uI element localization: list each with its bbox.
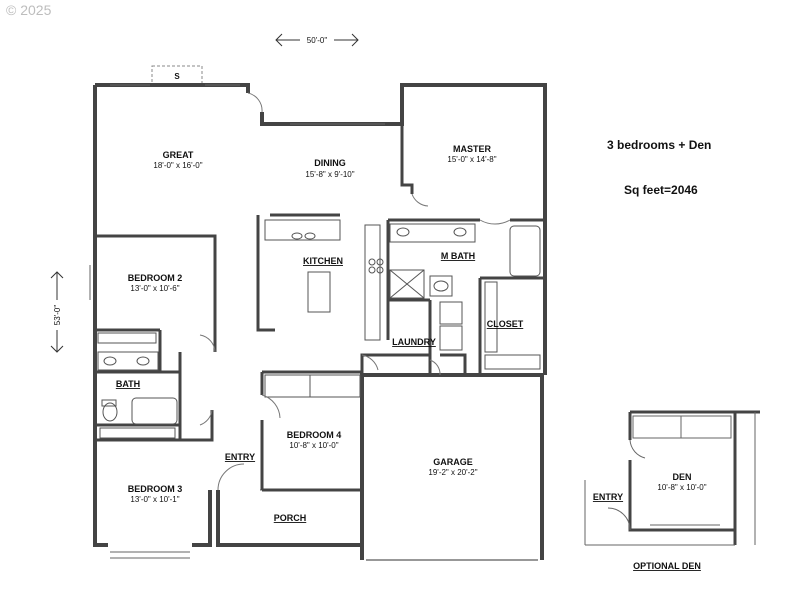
- depth-dimension: [50, 271, 64, 353]
- den-size: 10'-8" x 10'-0": [657, 483, 706, 492]
- bedroom-summary: 3 bedrooms + Den: [607, 138, 712, 152]
- room-master-name: MASTER: [453, 144, 492, 154]
- room-master-size: 15'-0" x 14'-8": [447, 155, 496, 164]
- door-swings: [199, 92, 511, 491]
- den-name: DEN: [672, 472, 691, 482]
- interior-walls: [95, 124, 545, 492]
- room-kitchen-name: KITCHEN: [303, 256, 343, 266]
- optional-den-title: OPTIONAL DEN: [633, 561, 701, 571]
- room-bedroom4-size: 10'-8" x 10'-0": [289, 441, 338, 450]
- svg-text:S: S: [174, 72, 180, 81]
- room-bedroom2-name: BEDROOM 2: [128, 273, 183, 283]
- room-laundry-name: LAUNDRY: [392, 337, 436, 347]
- room-bedroom3-size: 13'-0" x 10'-1": [130, 495, 179, 504]
- room-dining-size: 15'-8" x 9'-10": [305, 170, 354, 179]
- room-garage-size: 19'-2" x 20'-2": [428, 468, 477, 477]
- room-garage-name: GARAGE: [433, 457, 473, 467]
- den-entry-name: ENTRY: [593, 492, 623, 502]
- room-great-size: 18'-0" x 16'-0": [153, 161, 202, 170]
- room-bedroom4-name: BEDROOM 4: [287, 430, 342, 440]
- copyright-watermark: © 2025: [6, 2, 52, 18]
- room-closet-name: CLOSET: [487, 319, 524, 329]
- room-bedroom2-size: 13'-0" x 10'-6": [130, 284, 179, 293]
- room-bath-name: BATH: [116, 379, 140, 389]
- room-bedroom3-name: BEDROOM 3: [128, 484, 183, 494]
- fireplace: S: [151, 65, 203, 85]
- room-mbath-name: M BATH: [441, 251, 475, 261]
- square-feet-summary: Sq feet=2046: [624, 183, 698, 197]
- room-dining-name: DINING: [314, 158, 346, 168]
- room-porch-name: PORCH: [274, 513, 307, 523]
- exterior-walls: [93, 83, 547, 560]
- room-great-name: GREAT: [163, 150, 194, 160]
- fixtures: [97, 219, 541, 439]
- width-dimension-label: 50'-0": [307, 36, 328, 45]
- width-dimension: [275, 33, 359, 47]
- optional-den-plan: DEN 10'-8" x 10'-0" ENTRY OPTIONAL DEN: [584, 410, 760, 571]
- depth-dimension-label: 53'-0": [53, 305, 62, 326]
- room-entry-name: ENTRY: [225, 452, 255, 462]
